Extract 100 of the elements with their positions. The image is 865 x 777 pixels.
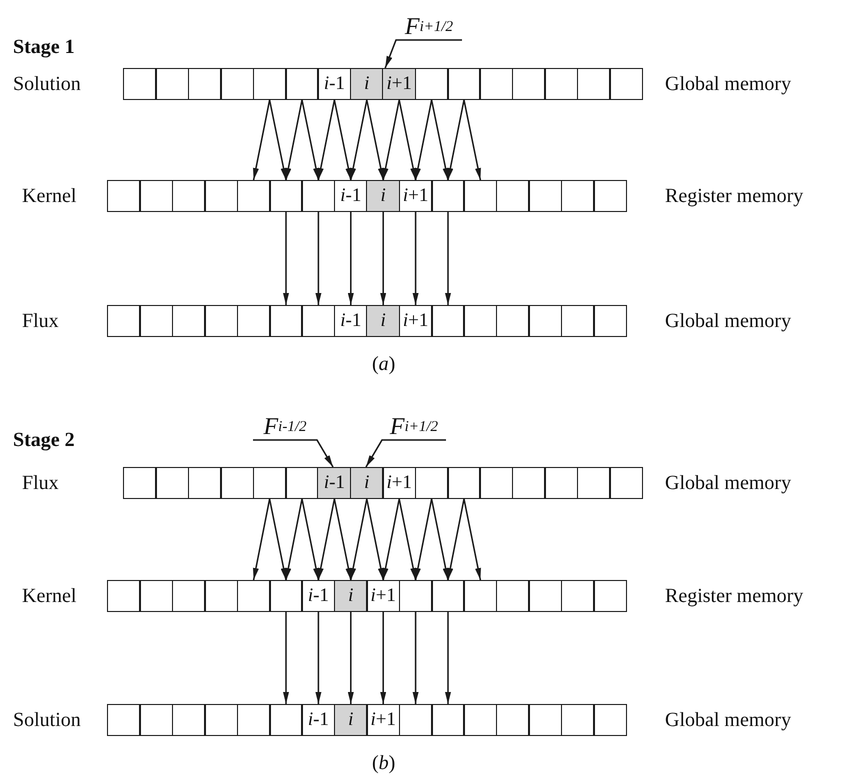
arrow — [398, 100, 416, 180]
shaded-array-cell: i — [366, 305, 400, 337]
array-cell — [593, 305, 627, 337]
array-cell — [414, 467, 449, 499]
array-cell — [593, 704, 627, 736]
memory-label: Global memory — [665, 72, 792, 96]
array-cell — [496, 180, 530, 212]
array-cell — [252, 68, 287, 100]
array-cell — [544, 467, 578, 499]
arrow — [380, 612, 386, 704]
arrow — [398, 498, 416, 580]
arrow — [382, 498, 400, 580]
array-cell — [236, 580, 271, 612]
array-cell — [236, 180, 271, 212]
arrow — [430, 498, 449, 580]
arrow — [348, 212, 354, 305]
arrow — [301, 100, 320, 180]
array-cell — [155, 68, 190, 100]
arrow — [268, 100, 287, 180]
array-cell — [398, 580, 433, 612]
array-cell — [139, 180, 174, 212]
array-cell — [172, 180, 206, 212]
array-cell — [560, 580, 595, 612]
arrow — [334, 498, 352, 580]
array-cell — [188, 68, 222, 100]
array-cell — [107, 180, 141, 212]
array-cell — [301, 180, 336, 212]
array-cell — [204, 180, 238, 212]
arrow — [463, 100, 482, 180]
array-cell — [560, 180, 595, 212]
array-cell — [479, 68, 514, 100]
arrow — [380, 212, 386, 305]
arrow — [412, 612, 419, 704]
arrow — [285, 100, 303, 180]
array-cell — [431, 180, 465, 212]
arrow — [318, 100, 336, 180]
array-cell — [593, 580, 627, 612]
arrow — [414, 498, 432, 580]
array-cell — [107, 580, 141, 612]
array-cell — [512, 68, 546, 100]
array-cell — [269, 180, 303, 212]
array-cell — [496, 305, 530, 337]
arrow — [366, 498, 384, 580]
array-cell — [609, 68, 643, 100]
stage-heading: Stage 2 — [13, 428, 75, 452]
arrow — [382, 100, 400, 180]
array-cell — [139, 704, 174, 736]
arrow — [412, 212, 419, 305]
memory-label: Register memory — [665, 584, 804, 608]
array-cell — [496, 704, 530, 736]
arrow — [318, 498, 336, 580]
memory-label: Register memory — [665, 184, 804, 208]
array-cell — [107, 305, 141, 337]
array-cell — [204, 704, 238, 736]
shaded-array-cell: i+1 — [382, 68, 416, 100]
array-cell — [576, 68, 611, 100]
array-cell: i+1 — [366, 704, 400, 736]
array-cell — [269, 704, 303, 736]
row-label: Kernel — [22, 184, 76, 208]
arrow — [252, 498, 270, 580]
row-label: Flux — [22, 471, 59, 495]
array-cell — [204, 580, 238, 612]
array-cell — [544, 68, 578, 100]
array-cell — [139, 305, 174, 337]
arrow — [301, 498, 320, 580]
array-cell — [447, 467, 481, 499]
row-label: Solution — [13, 708, 81, 732]
array-cell — [123, 467, 157, 499]
array-cell — [172, 580, 206, 612]
array-cell — [463, 580, 498, 612]
arrow — [285, 498, 303, 580]
array-cell — [528, 704, 562, 736]
arrow — [414, 100, 432, 180]
array-cell — [220, 467, 254, 499]
array-cell — [528, 580, 562, 612]
shaded-array-cell: i — [366, 180, 400, 212]
array-cell — [236, 305, 271, 337]
array-cell — [398, 704, 433, 736]
array-cell — [463, 305, 498, 337]
memory-label: Global memory — [665, 309, 792, 333]
array-cell — [188, 467, 222, 499]
array-cell — [155, 467, 190, 499]
arrow — [350, 498, 368, 580]
array-cell — [139, 580, 174, 612]
array-cell — [236, 704, 271, 736]
arrow — [445, 212, 451, 305]
arrow — [252, 100, 270, 180]
arrow — [350, 100, 368, 180]
arrow — [447, 498, 465, 580]
memory-label: Global memory — [665, 471, 792, 495]
array-cell — [609, 467, 643, 499]
array-cell — [431, 704, 465, 736]
array-cell — [496, 580, 530, 612]
array-cell — [528, 305, 562, 337]
arrow — [445, 612, 451, 704]
array-cell — [107, 704, 141, 736]
leader-line — [253, 439, 334, 468]
leader-line — [365, 439, 446, 468]
array-cell — [576, 467, 611, 499]
shaded-array-cell: i — [334, 704, 368, 736]
